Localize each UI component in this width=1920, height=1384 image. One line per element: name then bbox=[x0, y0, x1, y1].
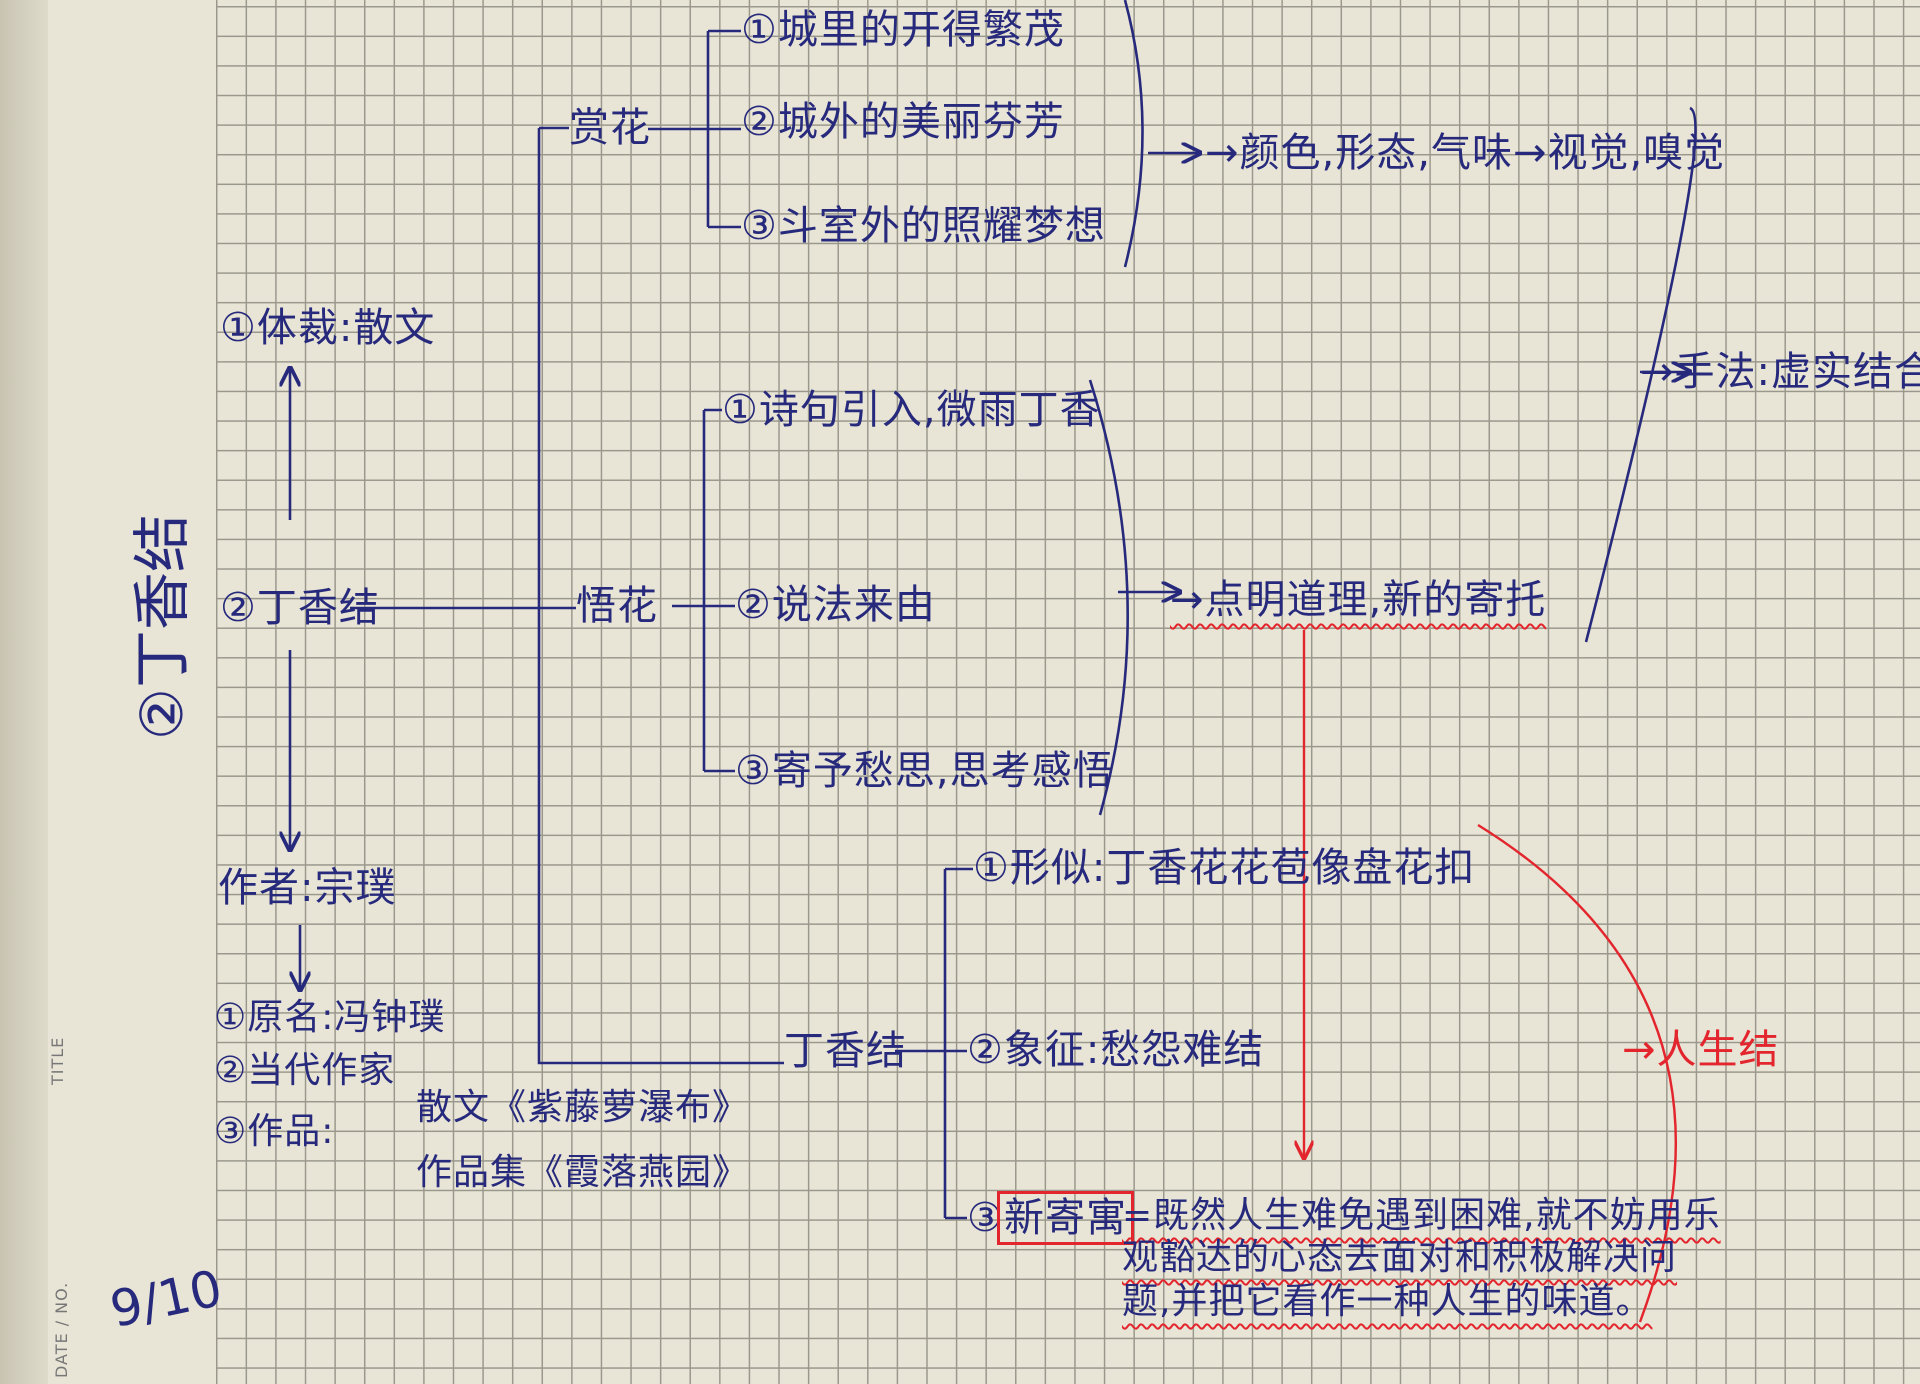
bracket-appreciate bbox=[1123, 0, 1144, 268]
realize-summary: →点明道理,新的寄托 bbox=[1170, 577, 1547, 623]
center-node: ②丁香结 bbox=[220, 585, 380, 631]
author-detail: ③作品: bbox=[214, 1111, 335, 1152]
knot-item: ①形似:丁香花花苞像盘花扣 bbox=[973, 845, 1476, 891]
realize-item: ①诗句引入,微雨丁香 bbox=[722, 387, 1101, 433]
technique-node: →手法:虚实结合 bbox=[1640, 349, 1920, 395]
branch-appreciate: 赏花 bbox=[569, 105, 651, 151]
new-meaning-label: 新寄寓 bbox=[997, 1191, 1134, 1245]
appreciate-item: ①城里的开得繁茂 bbox=[741, 7, 1065, 53]
red-bracket bbox=[1477, 823, 1677, 1323]
appreciate-item: ②城外的美丽芬芳 bbox=[741, 99, 1065, 145]
bracket-technique bbox=[1584, 106, 1697, 643]
work-item: 作品集《霞落燕园》 bbox=[416, 1152, 750, 1193]
author-node: 作者:宗璞 bbox=[218, 865, 397, 911]
grid-lines bbox=[216, 0, 1920, 1384]
genre-node: ①体裁:散文 bbox=[220, 305, 436, 351]
realize-item: ③寄予愁思,思考感悟 bbox=[735, 748, 1114, 794]
binding-margin bbox=[0, 0, 48, 1384]
new-meaning-line: =既然人生难免遇到困难,就不妨用乐 bbox=[1122, 1195, 1721, 1236]
branch-realize: 悟花 bbox=[576, 583, 658, 629]
author-detail: ②当代作家 bbox=[214, 1050, 396, 1091]
realize-item: ②说法来由 bbox=[735, 582, 936, 628]
bracket-realize bbox=[1088, 379, 1129, 816]
life-knot-node: →人生结 bbox=[1622, 1027, 1780, 1073]
new-meaning-line: 观豁达的心态去面对和积极解决问 bbox=[1122, 1237, 1678, 1278]
branch-knot: 丁香结 bbox=[784, 1028, 907, 1074]
knot-item: ②象征:愁怨难结 bbox=[967, 1027, 1265, 1073]
author-detail: ①原名:冯钟璞 bbox=[214, 997, 446, 1038]
work-item: 散文《紫藤萝瀑布》 bbox=[416, 1087, 750, 1128]
new-meaning-line: 题,并把它看作一种人生的味道。 bbox=[1122, 1281, 1653, 1322]
appreciate-summary: →颜色,形态,气味→视觉,嗅觉 bbox=[1205, 130, 1726, 176]
knot-item: ③ bbox=[967, 1195, 1004, 1241]
appreciate-item: ③斗室外的照耀梦想 bbox=[741, 203, 1106, 249]
